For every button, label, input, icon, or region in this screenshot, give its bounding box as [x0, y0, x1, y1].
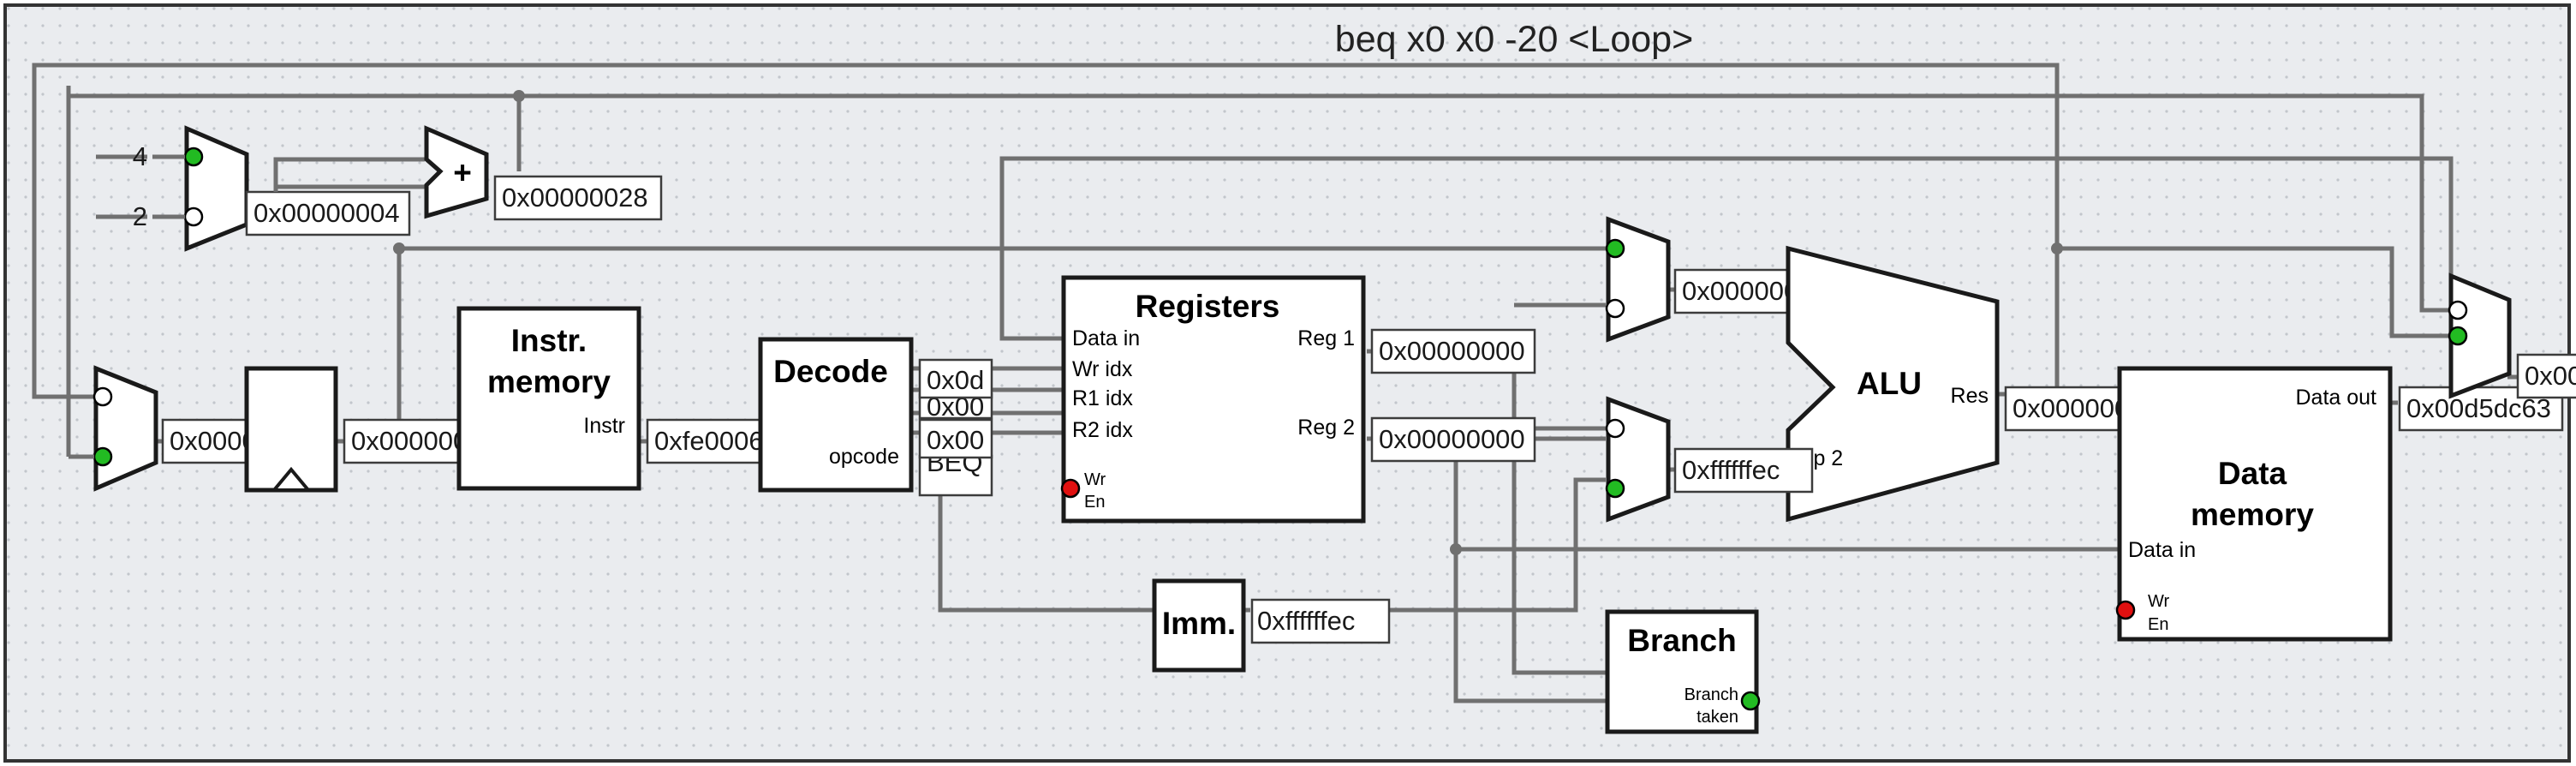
imm-value-text: 0xffffffec — [1257, 606, 1355, 636]
instr-memory-title-line2: memory — [487, 364, 611, 399]
decode-opcode-value: 0x00 — [927, 425, 984, 455]
data-memory-port-en: En — [2148, 615, 2168, 634]
data-memory: Data memory Data out Data in Wr En — [2115, 366, 2393, 642]
current-instruction: beq x0 x0 -20 <Loop> — [1335, 19, 1693, 60]
instruction-memory: Instr. memory Instr — [456, 306, 641, 491]
alu: ALU Res Op 2 — [1786, 245, 2000, 523]
alu-mux1 — [1605, 216, 1671, 343]
registers: Registers Data in Wr idx R1 idx R2 idx R… — [1060, 275, 1366, 524]
imm-title: Imm. — [1162, 606, 1236, 641]
decode: Decode opcode — [758, 337, 914, 493]
pc-mux-input-b-pin — [183, 206, 204, 227]
reg2-value-text: 0x00000000 — [1379, 424, 1525, 454]
decode-values: 0x00 0x0d BEQ 0x00 — [918, 358, 993, 497]
branch-taken-pin — [1740, 691, 1761, 711]
wb-mux-pin-b — [2448, 326, 2468, 346]
registers-port-en: En — [1084, 493, 1105, 512]
adder-value: 0x00000028 — [493, 175, 663, 221]
registers-port-wr: Wr — [1084, 470, 1106, 489]
instr-memory-title-line1: Instr. — [511, 323, 587, 358]
data-memory-title-line2: memory — [2191, 497, 2314, 532]
wb-mux-value: 0x00 — [2516, 353, 2576, 399]
registers-port-data-in: Data in — [1072, 326, 1140, 350]
next-pc-mux-input-a-pin — [92, 386, 113, 407]
registers-port-reg2: Reg 2 — [1297, 416, 1355, 440]
registers-port-r2-idx: R2 idx — [1072, 418, 1133, 442]
alu-mux2 — [1605, 396, 1671, 523]
registers-port-reg1: Reg 1 — [1297, 326, 1355, 350]
decode-title: Decode — [773, 354, 888, 389]
data-memory-port-wr: Wr — [2148, 592, 2170, 611]
alu-title: ALU — [1857, 366, 1922, 401]
data-memory-port-data-in: Data in — [2128, 538, 2196, 562]
writeback-mux — [2448, 272, 2512, 399]
pc-mux-value: 0x00000004 — [245, 190, 411, 236]
branch-port-line2: taken — [1696, 708, 1738, 727]
registers-wr-pin — [1060, 478, 1081, 499]
adder-value-text: 0x00000028 — [502, 183, 648, 212]
decode-rd-value: 0x0d — [927, 365, 984, 395]
next-pc-mux — [66, 96, 158, 492]
registers-port-wr-idx: Wr idx — [1072, 357, 1133, 381]
branch-unit: Branch Branch taken — [1605, 609, 1761, 734]
branch-port-line1: Branch — [1685, 685, 1738, 704]
next-pc-mux-input-b-pin — [92, 446, 113, 467]
wb-mux-value-text: 0x00 — [2525, 361, 2576, 391]
wire-junctions — [393, 90, 2063, 555]
pc-mux: 4 2 — [133, 125, 249, 252]
reg1-value: 0x00000000 — [1370, 328, 1536, 374]
pc-mux-value-text: 0x00000004 — [253, 198, 400, 228]
data-memory-title-line1: Data — [2218, 456, 2287, 491]
registers-port-r1-idx: R1 idx — [1072, 386, 1133, 410]
alu-mux1-pin-a — [1605, 238, 1625, 259]
data-memory-port-data-out: Data out — [2295, 386, 2376, 410]
alu-port-res: Res — [1951, 384, 1989, 408]
decode-opcode-port: opcode — [829, 445, 899, 469]
branch-title: Branch — [1627, 623, 1736, 658]
adder: + — [424, 125, 489, 219]
adder-symbol: + — [453, 155, 472, 190]
alu-mux2-pin-a — [1605, 418, 1625, 439]
const-2-label: 2 — [133, 201, 147, 231]
alu-mux2-value: 0xffffffec — [1673, 447, 1814, 494]
data-memory-wr-pin — [2115, 600, 2136, 620]
pc-register — [244, 366, 338, 493]
wb-mux-pin-a — [2448, 300, 2468, 320]
reg1-value-text: 0x00000000 — [1379, 336, 1525, 366]
pc-mux-input-a-pin — [183, 147, 204, 167]
alu-mux2-pin-b — [1605, 478, 1625, 499]
instr-port-label: Instr — [583, 414, 625, 438]
alu-mux2-value-text: 0xffffffec — [1682, 455, 1780, 485]
const-4-label: 4 — [133, 141, 147, 171]
imm-value: 0xffffffec — [1250, 598, 1391, 644]
immediate: Imm. — [1152, 578, 1246, 673]
reg2-value: 0x00000000 — [1370, 416, 1536, 463]
alu-mux1-pin-b — [1605, 298, 1625, 319]
registers-title: Registers — [1136, 289, 1280, 324]
